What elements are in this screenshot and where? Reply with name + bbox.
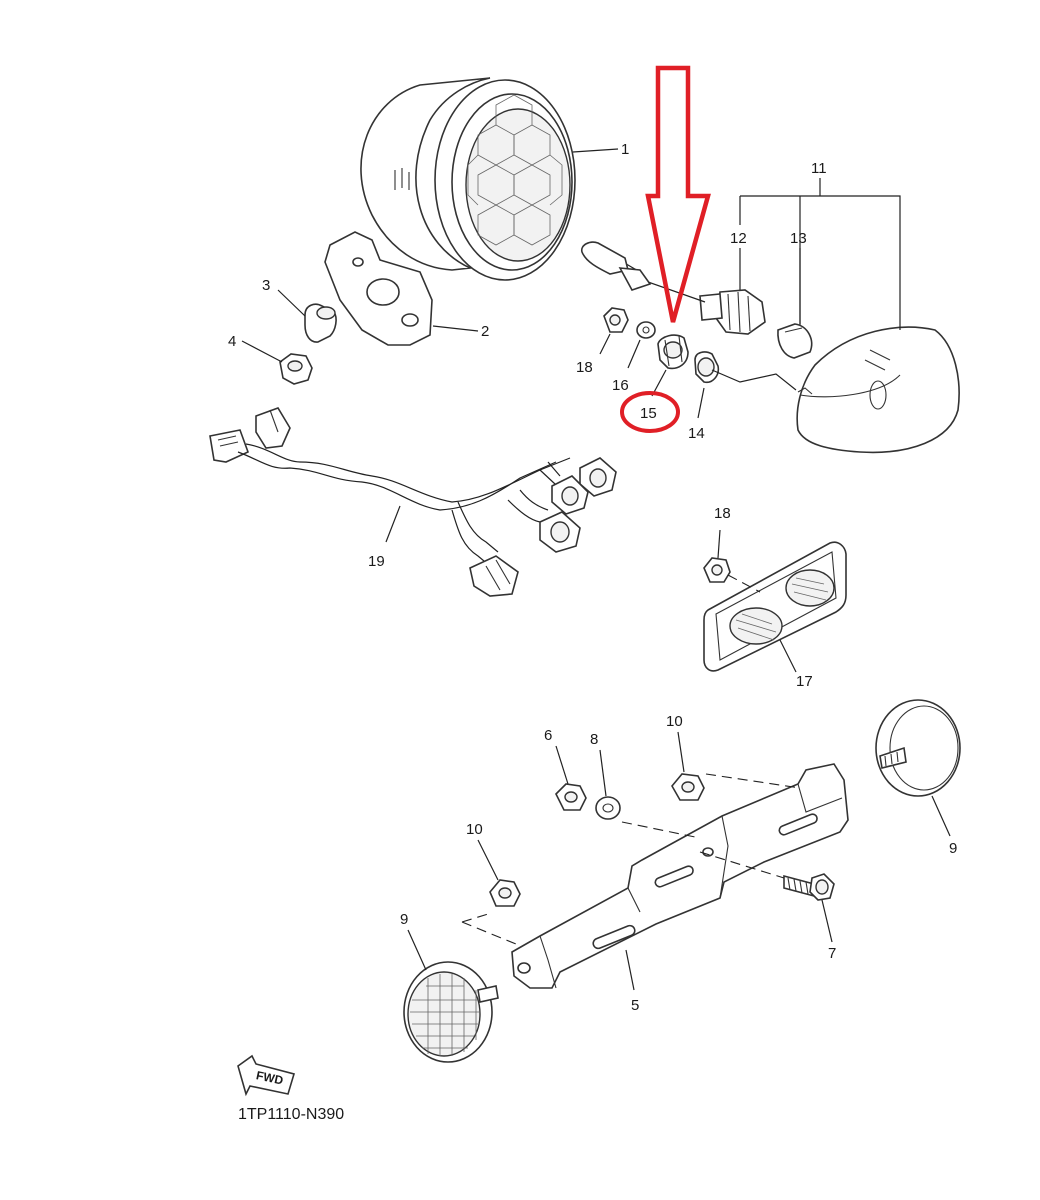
nut-4	[279, 353, 313, 385]
grommet-3	[304, 303, 337, 343]
part-label-9-left: 9	[400, 911, 408, 928]
diagram-code: 1TP1110-N390	[238, 1106, 344, 1123]
bulb-socket-12	[699, 289, 766, 335]
headlight	[360, 77, 576, 281]
part-label-13: 13	[790, 230, 807, 247]
part-label-10-top: 10	[666, 713, 683, 730]
washer-8	[595, 796, 621, 820]
part-label-7: 7	[828, 945, 836, 962]
headlight-bracket	[324, 231, 433, 346]
part-label-2: 2	[481, 323, 489, 340]
license-bracket-5	[511, 763, 849, 989]
wire-harness	[209, 407, 617, 597]
part-label-18-top: 18	[576, 359, 593, 376]
part-label-10-left: 10	[466, 821, 483, 838]
bolt-7	[783, 873, 835, 901]
nut-10-top	[671, 773, 705, 801]
part-label-5: 5	[631, 997, 639, 1014]
part-label-1: 1	[621, 141, 629, 158]
fwd-indicator: FWD	[237, 1054, 296, 1097]
part-label-11: 11	[811, 160, 827, 177]
nut-18-reflector	[703, 557, 731, 583]
part-label-8: 8	[590, 731, 598, 748]
highlight-arrow	[645, 65, 711, 323]
part-label-3: 3	[262, 277, 270, 294]
highlight-circle	[620, 391, 680, 433]
nut-18-top	[603, 307, 629, 333]
lens-9-right	[875, 699, 961, 797]
collar-14	[694, 351, 720, 384]
part-label-12: 12	[730, 230, 747, 247]
fwd-label: FWD	[255, 1068, 285, 1087]
part-label-16: 16	[612, 377, 629, 394]
part-label-4: 4	[228, 333, 236, 350]
bulb-13	[777, 323, 813, 359]
part-label-14: 14	[688, 425, 705, 442]
lens-9-left	[403, 961, 499, 1063]
part-label-15: 15	[640, 405, 657, 422]
flange-nut-6	[555, 783, 587, 811]
part-label-6: 6	[544, 727, 552, 744]
grommet-15	[657, 334, 689, 370]
part-label-9-right: 9	[949, 840, 957, 857]
part-label-18-reflector: 18	[714, 505, 731, 522]
turn-signal	[796, 326, 960, 454]
nut-10-left	[489, 879, 521, 907]
part-label-17: 17	[796, 673, 813, 690]
reflector-17	[703, 541, 847, 672]
washer-16	[636, 321, 656, 339]
part-label-19: 19	[368, 553, 385, 570]
